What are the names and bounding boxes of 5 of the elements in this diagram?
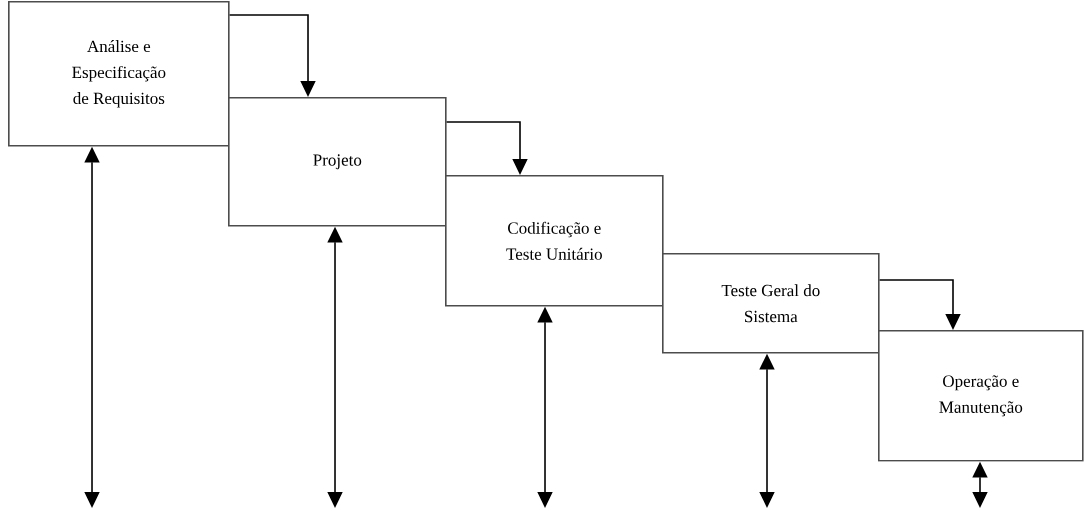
process-box: Análise e Especificação de Requisitos xyxy=(8,1,230,147)
process-box: Codificação e Teste Unitário xyxy=(445,175,664,307)
process-box: Teste Geral do Sistema xyxy=(662,253,880,354)
process-box: Operação e Manutenção xyxy=(878,330,1084,462)
process-box: Projeto xyxy=(228,97,447,227)
